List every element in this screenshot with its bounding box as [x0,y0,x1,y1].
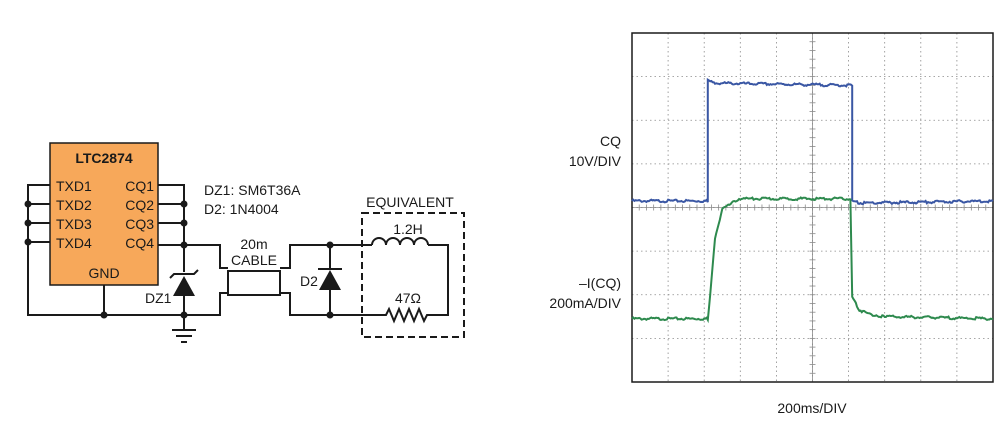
scope-traces [631,77,994,324]
d2-label: D2 [300,273,318,289]
pin-gnd: GND [88,265,119,281]
junction-dot [180,219,188,227]
pin-cq1: CQ1 [125,178,154,194]
junction-dot [24,200,32,208]
cq-wiring [158,184,228,269]
equivalent-label: EQUIVALENT [366,194,454,210]
ch1-scale: 10V/DIV [569,153,622,169]
cable-return-wire [184,292,228,316]
pin-txd4: TXD4 [56,235,92,251]
junction-dot [180,200,188,208]
scope-panel: CQ 10V/DIV –I(CQ) 200mA/DIV 200ms/DIV [549,32,994,416]
dz1-zener-icon [173,276,195,296]
ch2-scale: 200mA/DIV [549,295,621,311]
cable-length: 20m [240,236,267,252]
trace-current [631,196,994,324]
pin-txd1: TXD1 [56,178,92,194]
load-input-wires [330,244,372,316]
dz1-label: DZ1 [145,290,172,306]
resistor-icon [372,306,428,324]
pin-cq3: CQ3 [125,216,154,232]
inductor-icon [371,237,449,316]
junction-dot [24,238,32,246]
pin-txd2: TXD2 [56,197,92,213]
equivalent-load-box [361,212,465,338]
cable-output-wires [280,244,330,316]
ground-icon [172,329,196,343]
scope-frame [631,32,994,383]
cable-block [227,270,281,296]
pin-cq2: CQ2 [125,197,154,213]
txd-stubs [28,203,50,243]
scope-grid [631,32,994,383]
txd-ground-wire [27,184,105,316]
ltc2874-chip [49,142,159,286]
note-d2: D2: 1N4004 [204,201,279,217]
ch2-name: –I(CQ) [579,275,621,291]
pin-txd3: TXD3 [56,216,92,232]
note-dz1: DZ1: SM6T36A [204,182,301,198]
trace-cq [631,77,994,206]
resistor-label: 47Ω [395,290,421,306]
chip-name: LTC2874 [75,150,133,166]
ch1-name: CQ [600,133,621,149]
circuit-diagram: LTC2874 TXD1 TXD2 TXD3 TXD4 CQ1 CQ2 CQ3 … [24,142,465,343]
inductor-label: 1.2H [393,221,423,237]
junction-dot [24,219,32,227]
dz1-zener-bar [169,269,199,279]
cable-label: CABLE [231,252,277,268]
d2-diode-icon [319,270,341,290]
pin-cq4: CQ4 [125,235,154,251]
x-axis-label: 200ms/DIV [777,400,847,416]
